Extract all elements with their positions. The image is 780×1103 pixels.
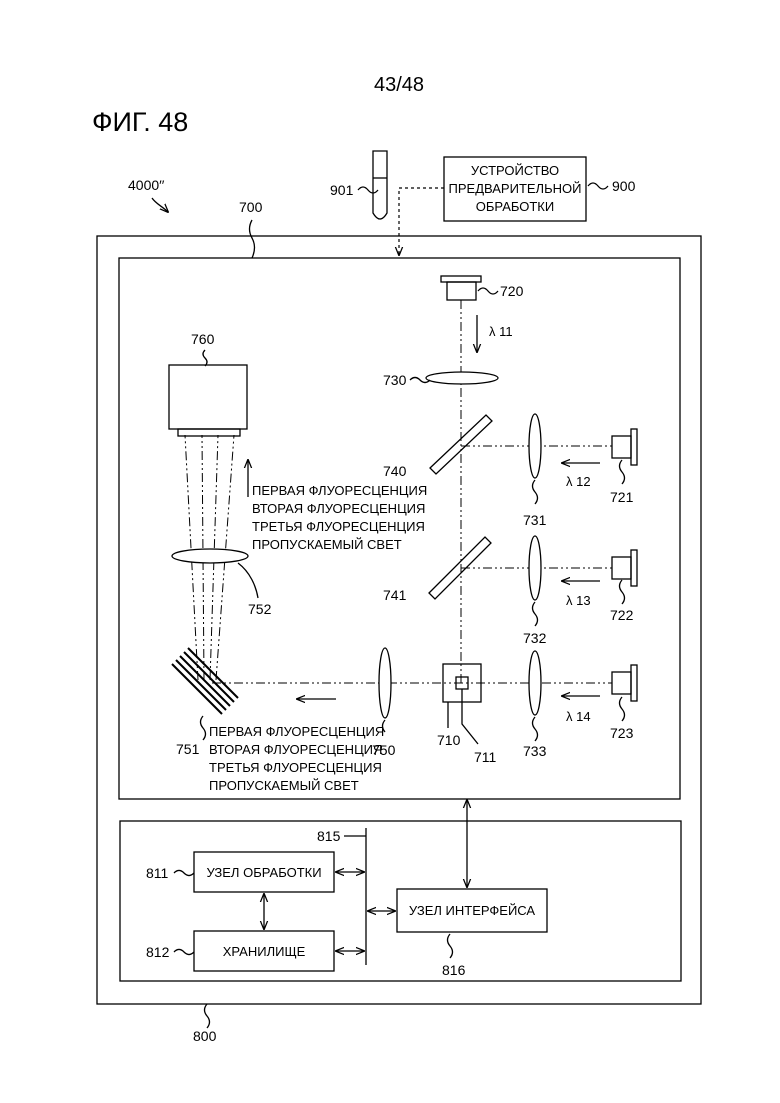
preprocessing-device-line1: УСТРОЙСТВО [471, 163, 559, 178]
preprocessing-device-line2: ПРЕДВАРИТЕЛЬНОЙ [449, 181, 582, 196]
light-source-720-body [447, 282, 476, 300]
page-number: 43/48 [374, 74, 424, 96]
ref-733-leader [533, 717, 538, 741]
ref-811-leader [174, 871, 194, 876]
light-source-723-body [612, 672, 631, 694]
ref-760-leader [203, 350, 207, 366]
ref-800-leader [205, 1004, 210, 1028]
ref-711-leader [462, 689, 478, 744]
ref-700-leader [250, 220, 255, 258]
light-source-723-cap [631, 665, 637, 701]
upper-label-second-fluorescence: ВТОРАЯ ФЛУОРЕСЦЕНЦИЯ [252, 501, 425, 516]
ref-732: 732 [523, 630, 547, 646]
ref-4000-arrow [152, 198, 168, 212]
dichroic-mirror-741 [429, 537, 491, 599]
ref-901-leader [358, 187, 378, 193]
ref-812: 812 [146, 944, 170, 960]
ref-733: 733 [523, 743, 547, 759]
upper-label-third-fluorescence: ТРЕТЬЯ ФЛУОРЕСЦЕНЦИЯ [252, 519, 425, 534]
lower-label-third-fluorescence: ТРЕТЬЯ ФЛУОРЕСЦЕНЦИЯ [209, 760, 382, 775]
lower-label-transmitted-light: ПРОПУСКАЕМЫЙ СВЕТ [209, 778, 359, 793]
ref-721: 721 [610, 489, 634, 505]
ref-700: 700 [239, 199, 263, 215]
ref-731-leader [533, 480, 538, 504]
detector-760-sensor [178, 429, 240, 436]
lambda-13-label: λ 13 [566, 593, 591, 608]
ref-751-leader [201, 716, 206, 740]
light-source-720-cap [441, 276, 481, 282]
ref-730: 730 [383, 372, 407, 388]
ref-800: 800 [193, 1028, 217, 1044]
ref-812-leader [174, 950, 194, 955]
lens-733 [529, 651, 541, 715]
ref-731: 731 [523, 512, 547, 528]
ref-752: 752 [248, 601, 272, 617]
ref-816-leader [448, 934, 453, 958]
ref-751: 751 [176, 741, 200, 757]
upper-label-first-fluorescence: ПЕРВАЯ ФЛУОРЕСЦЕНЦИЯ [252, 483, 427, 498]
ref-723: 723 [610, 725, 634, 741]
lambda-11-label: λ 11 [489, 324, 513, 339]
lens-750 [379, 648, 391, 718]
ref-720-leader [478, 288, 498, 294]
lens-732 [529, 536, 541, 600]
ref-900: 900 [612, 178, 636, 194]
ref-811: 811 [146, 865, 169, 881]
upper-label-transmitted-light: ПРОПУСКАЕМЫЙ СВЕТ [252, 537, 402, 552]
ref-4000: 4000′′ [128, 177, 165, 193]
ref-815: 815 [317, 828, 341, 844]
ref-720: 720 [500, 283, 524, 299]
light-source-722-cap [631, 550, 637, 586]
ref-760: 760 [191, 331, 215, 347]
control-unit-frame [120, 821, 681, 981]
light-source-722-body [612, 557, 631, 579]
preprocessing-to-system-link [399, 188, 444, 255]
ref-723-leader [620, 697, 625, 721]
ref-741: 741 [383, 587, 407, 603]
light-source-721-cap [631, 429, 637, 465]
ref-710: 710 [437, 732, 461, 748]
ref-900-leader [588, 183, 608, 189]
lower-label-second-fluorescence: ВТОРАЯ ФЛУОРЕСЦЕНЦИЯ [209, 742, 382, 757]
ref-901: 901 [330, 182, 354, 198]
ref-722-leader [620, 580, 625, 604]
figure-label: ФИГ. 48 [92, 107, 188, 137]
preprocessing-device-line3: ОБРАБОТКИ [476, 199, 554, 214]
lens-752 [172, 549, 248, 563]
ref-752-leader [238, 563, 258, 598]
light-source-721-body [612, 436, 631, 458]
lambda-12-label: λ 12 [566, 474, 591, 489]
lens-731 [529, 414, 541, 478]
processing-unit-label: УЗЕЛ ОБРАБОТКИ [206, 865, 321, 880]
lambda-14-label: λ 14 [566, 709, 591, 724]
ref-816: 816 [442, 962, 466, 978]
detector-760 [169, 365, 247, 429]
ref-732-leader [533, 602, 538, 626]
storage-label: ХРАНИЛИЩЕ [223, 944, 306, 959]
ref-722: 722 [610, 607, 634, 623]
ref-711: 711 [474, 749, 497, 765]
lower-label-first-fluorescence: ПЕРВАЯ ФЛУОРЕСЦЕНЦИЯ [209, 724, 384, 739]
grating-751 [172, 648, 238, 714]
ref-740: 740 [383, 463, 407, 479]
sample-tube [373, 151, 387, 219]
lens-730 [426, 372, 498, 384]
interface-unit-label: УЗЕЛ ИНТЕРФЕЙСА [409, 903, 536, 918]
ref-721-leader [620, 460, 625, 484]
